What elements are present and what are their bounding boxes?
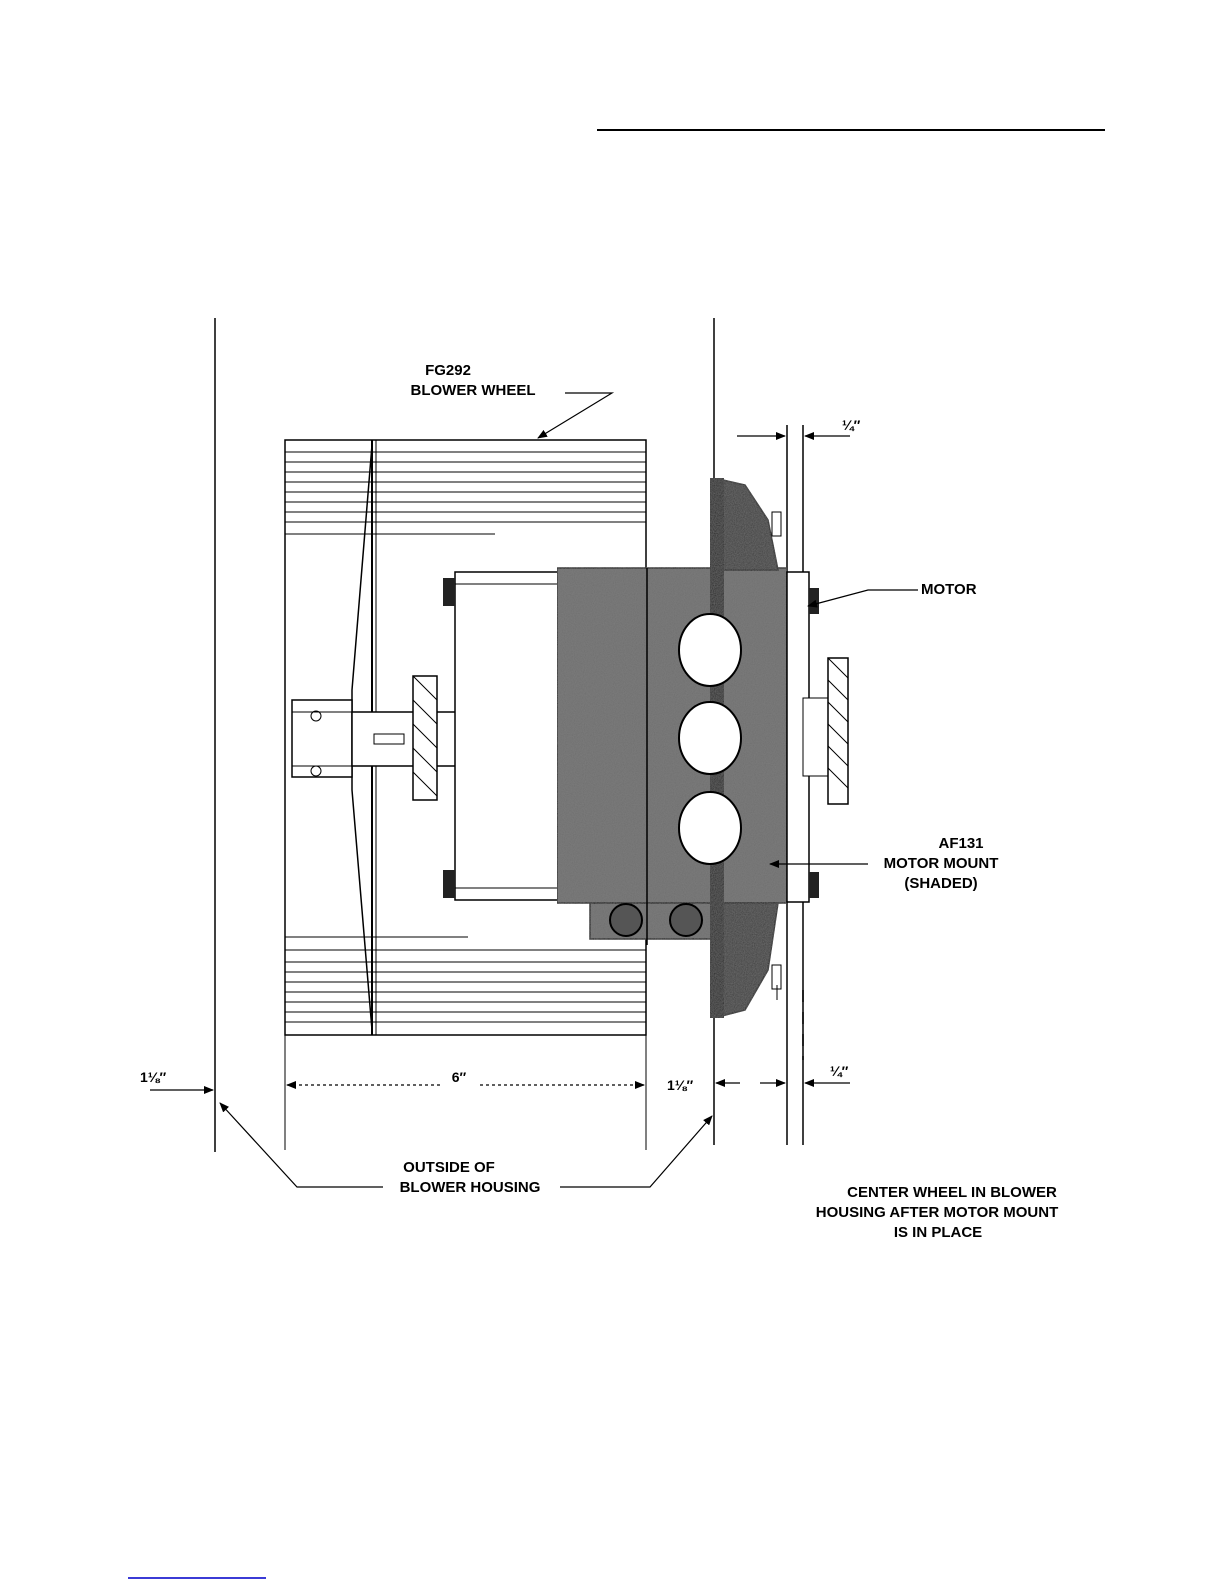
motor-leader — [808, 590, 918, 606]
wheel-leader — [538, 393, 612, 438]
motor-label: MOTOR — [921, 581, 977, 598]
mount-note-label: (SHADED) — [904, 875, 977, 892]
housing-label-line1: OUTSIDE OF — [403, 1159, 495, 1176]
note-line3: IS IN PLACE — [894, 1224, 982, 1241]
note-line1: CENTER WHEEL IN BLOWER — [847, 1184, 1057, 1201]
wheel-name-label: BLOWER WHEEL — [411, 382, 536, 399]
dim-wheel-width: 6″ — [452, 1069, 467, 1085]
mount-code-label: AF131 — [938, 835, 983, 852]
housing-label-line2: BLOWER HOUSING — [400, 1179, 541, 1196]
mount-name-label: MOTOR MOUNT — [884, 855, 999, 872]
dim-top-gap: ¼″ — [842, 417, 861, 433]
note-line2: HOUSING AFTER MOTOR MOUNT — [816, 1204, 1059, 1221]
dim-right-clearance: 1⅛″ — [667, 1077, 693, 1093]
wheel-code-label: FG292 — [425, 362, 471, 379]
motor-body — [443, 572, 559, 900]
dim-bottom-gap: ¼″ — [830, 1063, 849, 1079]
housing-leader-right — [560, 1116, 712, 1187]
dim-left-clearance: 1⅛″ — [140, 1069, 166, 1085]
motor-rear — [787, 572, 848, 902]
housing-leader-left — [220, 1103, 383, 1187]
